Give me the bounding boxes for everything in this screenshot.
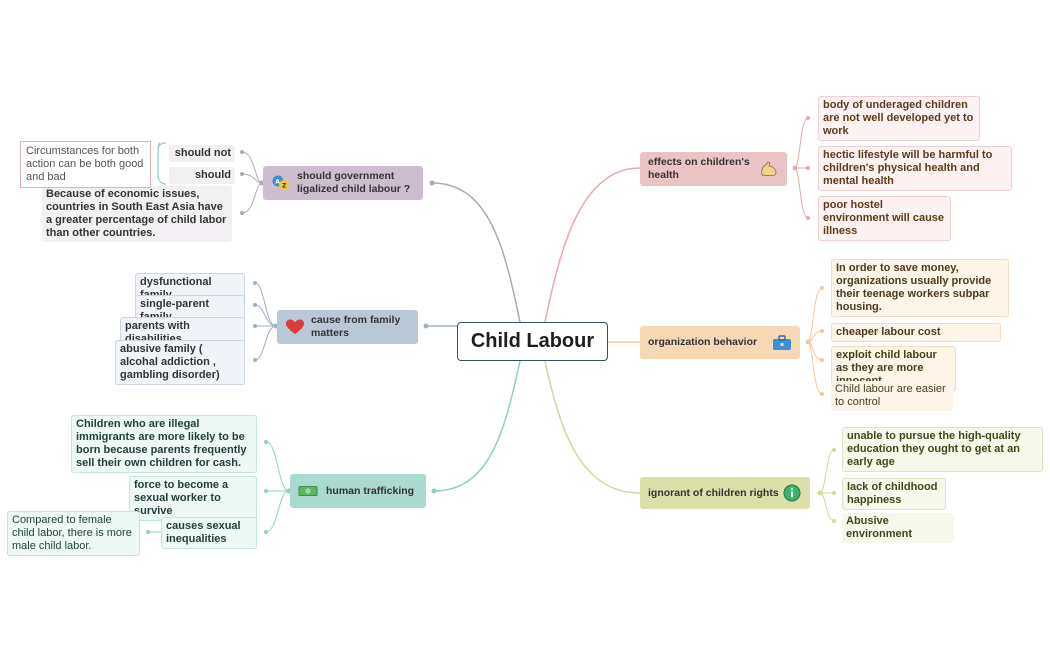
branch-rights[interactable]: ignorant of children rights bbox=[640, 477, 810, 509]
svg-text:A: A bbox=[275, 179, 280, 186]
heart-icon bbox=[285, 317, 305, 337]
gov-item-economic[interactable]: Because of economic issues, countries in… bbox=[42, 186, 232, 242]
branch-family-label: cause from family matters bbox=[311, 314, 401, 339]
trafficking-item-2[interactable]: force to become a sexual worker to survi… bbox=[129, 476, 257, 521]
money-icon bbox=[298, 481, 318, 501]
family-item-4[interactable]: abusive family ( alcohal addiction , gam… bbox=[115, 340, 245, 385]
org-item-1[interactable]: In order to save money, organizations us… bbox=[831, 259, 1009, 317]
health-item-3[interactable]: poor hostel environment will cause illne… bbox=[818, 196, 951, 241]
briefcase-icon bbox=[772, 333, 792, 353]
branch-family[interactable]: cause from family matters bbox=[277, 310, 418, 344]
info-icon bbox=[782, 483, 802, 503]
branch-trafficking[interactable]: human trafficking bbox=[290, 474, 426, 508]
rights-item-1[interactable]: unable to pursue the high-quality educat… bbox=[842, 427, 1043, 472]
branch-health-label: effects on children's health bbox=[648, 156, 750, 181]
branch-health[interactable]: effects on children's health bbox=[640, 152, 787, 186]
central-topic[interactable]: Child Labour bbox=[457, 322, 608, 361]
branch-trafficking-label: human trafficking bbox=[326, 484, 415, 497]
trafficking-item-1[interactable]: Children who are illegal immigrants are … bbox=[71, 415, 257, 473]
gov-note[interactable]: Circumstances for both action can be bot… bbox=[20, 141, 151, 188]
org-item-4[interactable]: Child labour are easier to control bbox=[831, 381, 953, 411]
org-item-2[interactable]: cheaper labour cost bbox=[831, 323, 1001, 342]
gov-item-should[interactable]: should bbox=[169, 167, 235, 184]
branch-government-label: should government ligalized child labour… bbox=[297, 170, 411, 195]
branch-organization[interactable]: organization behavior bbox=[640, 326, 800, 359]
health-item-1[interactable]: body of underaged children are not well … bbox=[818, 96, 980, 141]
svg-text:Z: Z bbox=[282, 183, 287, 190]
gov-item-should-not[interactable]: should not bbox=[169, 145, 235, 162]
rights-item-3[interactable]: Abusive environment bbox=[842, 513, 954, 543]
flexed-arm-icon bbox=[759, 159, 779, 179]
branch-organization-label: organization behavior bbox=[648, 336, 758, 348]
rights-item-2[interactable]: lack of childhood happiness bbox=[842, 478, 946, 510]
branch-rights-label: ignorant of children rights bbox=[648, 486, 779, 499]
trafficking-item-3[interactable]: causes sexual inequalities bbox=[161, 517, 257, 549]
trafficking-note[interactable]: Compared to female child labor, there is… bbox=[7, 511, 140, 556]
health-item-2[interactable]: hectic lifestyle will be harmful to chil… bbox=[818, 146, 1012, 191]
